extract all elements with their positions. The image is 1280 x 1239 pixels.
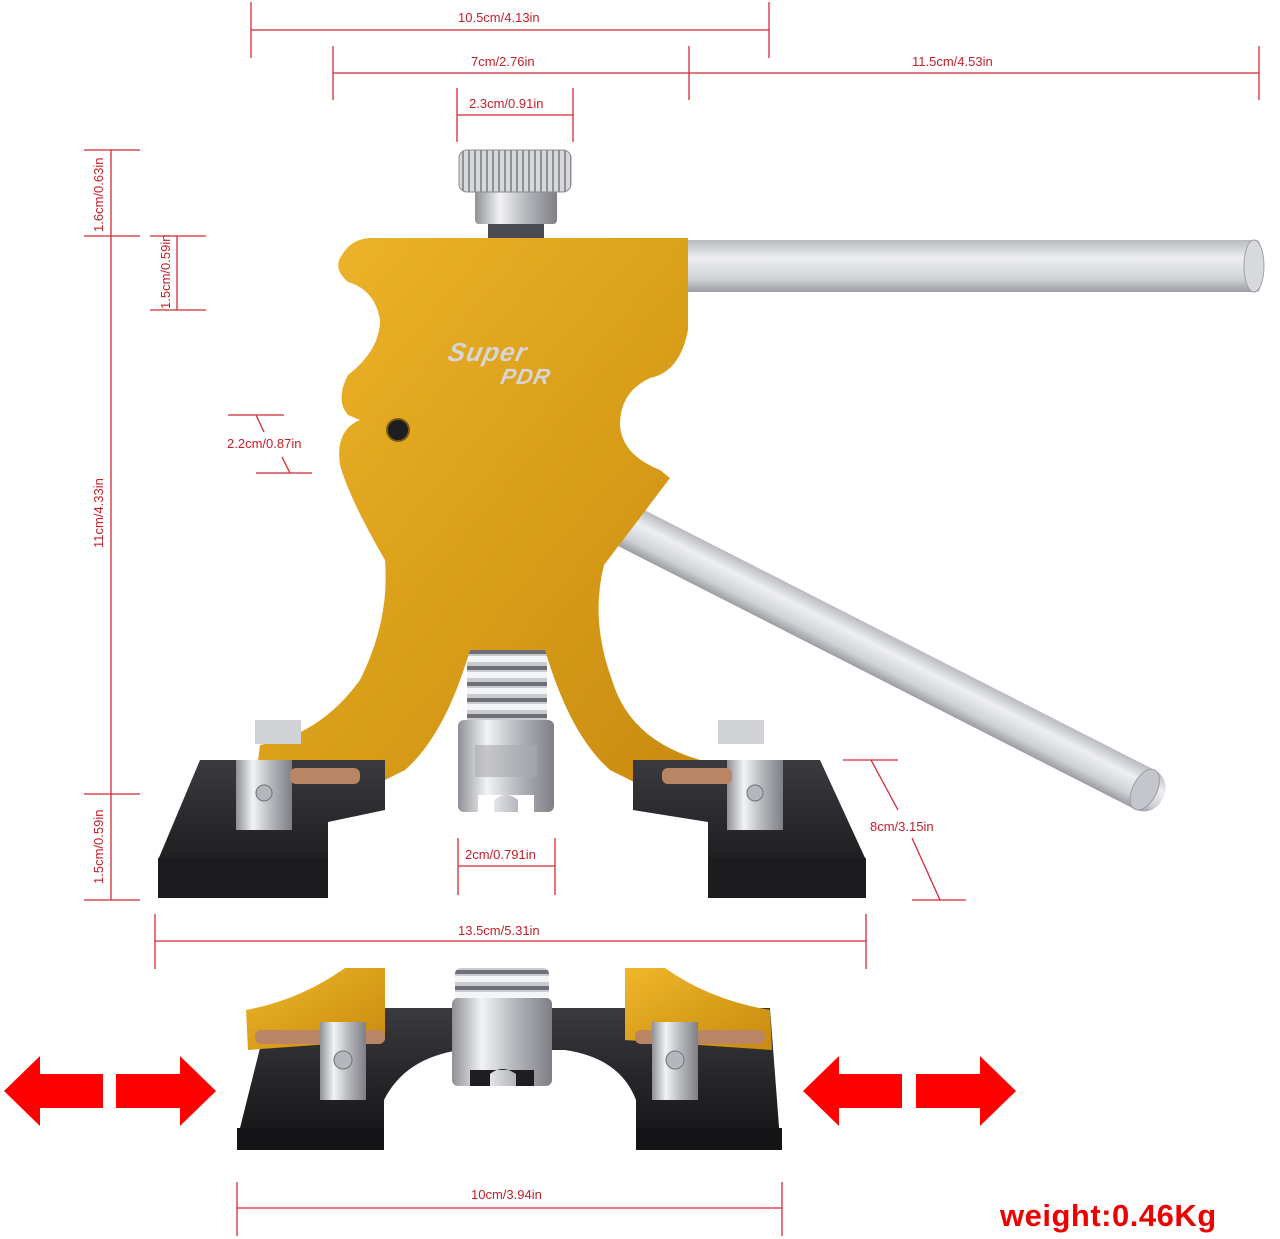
upper-handle <box>680 239 1265 293</box>
adjustment-arrows-right <box>803 1056 1016 1126</box>
gold-body <box>255 238 720 785</box>
brand-logo-line2: PDR <box>498 364 554 389</box>
dimension-lines <box>84 2 1260 1236</box>
dim-total-height: 11cm/4.33in <box>91 478 106 548</box>
dim-side-cutout: 2.2cm/0.87in <box>227 436 302 451</box>
dim-min-base-width: 10cm/3.94in <box>471 1187 542 1202</box>
arrow-left-icon <box>803 1056 902 1126</box>
dim-top-body-thickness: 1.5cm/0.59in <box>158 234 173 309</box>
adjustment-arrows-left <box>4 1056 216 1126</box>
dim-max-base-width: 13.5cm/5.31in <box>458 923 540 938</box>
dent-puller-tool <box>158 149 1265 898</box>
adjustment-knob <box>458 149 572 242</box>
dim-handle-length: 11.5cm/4.53in <box>912 54 993 69</box>
arrow-left-icon <box>4 1056 103 1126</box>
dim-foot-height: 1.5cm/0.59in <box>91 809 106 884</box>
weight-label: weight:0.46Kg <box>1000 1198 1217 1233</box>
base-close-up <box>237 968 782 1150</box>
dim-knob-diameter: 2.3cm/0.91in <box>469 96 544 111</box>
arrow-right-icon <box>916 1056 1016 1126</box>
lower-handle <box>589 495 1166 812</box>
dim-puller-head-width: 2cm/0.791in <box>465 847 536 862</box>
pivot-hole <box>386 418 410 442</box>
right-foot <box>633 720 866 898</box>
left-foot <box>158 720 385 898</box>
dim-knob-height: 1.6cm/0.63in <box>91 157 106 232</box>
dim-top-width: 10.5cm/4.13in <box>458 10 540 25</box>
arrow-right-icon <box>116 1056 216 1126</box>
dim-foot-depth: 8cm/3.15in <box>870 819 934 834</box>
dim-body-width: 7cm/2.76in <box>471 54 535 69</box>
brand-logo: Super PDR <box>440 337 559 390</box>
